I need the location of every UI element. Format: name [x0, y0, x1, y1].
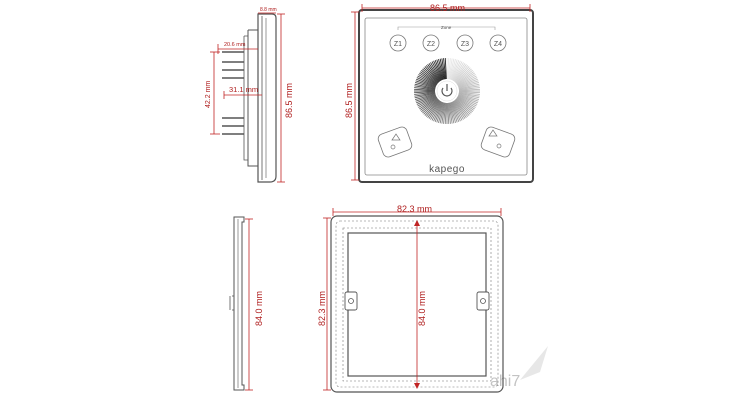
- zone-label-z3: Z3: [461, 41, 469, 48]
- dim-frame-width: 82.3 mm: [397, 204, 432, 214]
- zone-label-z2: Z2: [427, 41, 435, 48]
- scene-up-button-right[interactable]: [480, 126, 516, 159]
- zone-button-z2[interactable]: Z2: [422, 34, 440, 52]
- side-view: 8.8 mm 20.6 mm 42.2 mm 31.1 mm 86.5 mm: [205, 7, 294, 183]
- dim-front-width: 86.5 mm: [430, 3, 465, 13]
- zone-button-z4[interactable]: Z4: [489, 34, 507, 52]
- dim-side-height-total: 86.5 mm: [284, 83, 294, 118]
- zone-button-z3[interactable]: Z3: [456, 34, 474, 52]
- dim-frame-height: 82.3 mm: [317, 291, 327, 326]
- watermark: ahi7: [490, 346, 548, 390]
- power-icon[interactable]: [436, 80, 458, 102]
- dim-side-depth-body: 31.1 mm: [229, 85, 258, 94]
- front-view: 86.5 mm 86.5 mm Zone Z1 Z2 Z3 Z4: [344, 3, 534, 183]
- frame-front-view: 82.3 mm 82.3 mm 84.0 mm: [317, 204, 504, 393]
- watermark-text: ahi7: [490, 373, 520, 390]
- dim-side-depth-small: 8.8 mm: [260, 7, 277, 13]
- side-tabs: [222, 51, 244, 135]
- zone-label-z1: Z1: [394, 41, 402, 48]
- brand-logo: kapego: [429, 164, 465, 175]
- dim-front-height: 86.5 mm: [344, 83, 354, 118]
- dim-side-height-holes: 42.2 mm: [205, 81, 212, 108]
- zone-label-z4: Z4: [494, 41, 502, 48]
- dim-frame-side-height: 84.0 mm: [254, 291, 264, 326]
- frame-side-view: 84.0 mm: [229, 216, 264, 391]
- dim-frame-inner-height: 84.0 mm: [417, 291, 427, 326]
- scene-up-button-left[interactable]: [377, 126, 413, 159]
- dim-side-depth-tab: 20.6 mm: [224, 42, 246, 48]
- zone-label: Zone: [441, 25, 452, 30]
- zone-button-z1[interactable]: Z1: [389, 34, 407, 52]
- dimmer-wheel[interactable]: [414, 58, 480, 124]
